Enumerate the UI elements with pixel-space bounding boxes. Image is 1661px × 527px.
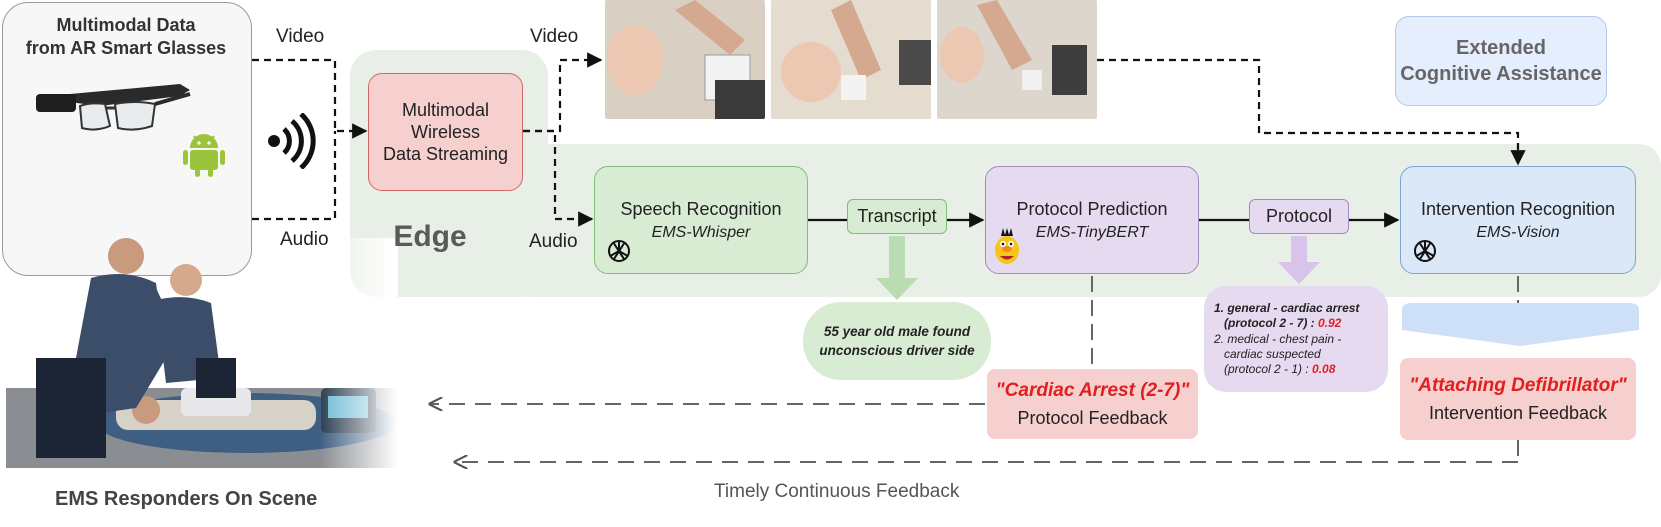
edge-label: Edge (393, 220, 467, 253)
prediction-2-label: (protocol 2 - 1) : (1224, 362, 1313, 376)
video-to-intervention-arrow (1097, 58, 1526, 166)
responders-label: EMS Responders On Scene (55, 488, 318, 510)
ems-responders-photo (6, 238, 398, 478)
prediction-2-line2: cardiac suspected (1224, 347, 1321, 361)
protocol-prediction-box: Protocol Prediction EMS-TinyBERT (985, 166, 1199, 274)
video-frame-3 (937, 0, 1097, 119)
transcript-tag: Transcript (847, 199, 947, 234)
protocol-feedback-title: "Cardiac Arrest (2-7)" (995, 379, 1190, 401)
prediction-1-line2: (protocol 2 - 7) : 0.92 (1214, 316, 1359, 331)
prediction-1-label: (protocol 2 - 7) : (1224, 316, 1318, 330)
extended-cognitive-assistance-box: Extended Cognitive Assistance (1395, 16, 1607, 106)
stream-to-video-arrow (523, 52, 603, 133)
intervention-feedback-title: "Attaching Defibrillator" (1409, 374, 1627, 396)
transcript-text-bubble: 55 year old male found unconscious drive… (803, 302, 991, 380)
intervention-recognition-box: Intervention Recognition EMS-Vision (1400, 166, 1636, 274)
protocol-tag: Protocol (1249, 199, 1349, 234)
prediction-2-line1: 2. medical - chest pain - (1214, 332, 1342, 346)
protocol-prediction-model: EMS-TinyBERT (1035, 223, 1149, 241)
protocol-down-arrow (1278, 236, 1320, 284)
streaming-line2: Wireless (410, 122, 480, 142)
audio-label-1: Audio (280, 229, 329, 250)
prediction-1-score: 0.92 (1318, 316, 1342, 330)
prediction-2-score: 0.08 (1312, 362, 1336, 376)
speech-model: EMS-Whisper (651, 223, 751, 241)
video-frame-1 (605, 0, 765, 119)
openai-icon (608, 240, 630, 262)
streaming-line3: Data Streaming (382, 144, 509, 164)
speech-recognition-box: Speech Recognition EMS-Whisper (594, 166, 808, 274)
timely-feedback-label: Timely Continuous Feedback (714, 481, 960, 502)
prediction-1: 1. general - cardiac arrest (protocol 2 … (1214, 301, 1359, 331)
intervention-model: EMS-Vision (1476, 223, 1560, 241)
transcript-down-arrow (876, 236, 918, 300)
protocol-prediction-title: Protocol Prediction (1016, 198, 1168, 219)
intervention-feedback-subtitle: Intervention Feedback (1428, 402, 1608, 423)
extended-line2: Cognitive Assistance (1400, 63, 1602, 85)
source-title: Multimodal Data from AR Smart Glasses (2, 14, 250, 60)
bert-icon (995, 228, 1019, 264)
transcript-text-line1: 55 year old male found (823, 324, 971, 339)
ar-glasses-icon (36, 84, 191, 131)
streaming-line1: Multimodal (401, 100, 490, 120)
intervention-chevron (1402, 303, 1639, 346)
audio-waveform-icon (34, 171, 235, 245)
source-title-line2: from AR Smart Glasses (25, 38, 227, 58)
protocol-feedback-box: "Cardiac Arrest (2-7)" Protocol Feedback (987, 369, 1198, 439)
openai-icon (1414, 240, 1436, 262)
protocol-predictions-bubble: 1. general - cardiac arrest (protocol 2 … (1204, 286, 1388, 392)
video-label-1: Video (276, 26, 325, 47)
protocol-feedback-subtitle: Protocol Feedback (1017, 407, 1168, 428)
speech-title: Speech Recognition (620, 198, 782, 219)
extended-line1: Extended (1455, 37, 1547, 59)
wireless-signal-icon (268, 113, 316, 169)
intervention-feedback-box: "Attaching Defibrillator" Intervention F… (1400, 358, 1636, 440)
video-label-2: Video (530, 26, 579, 47)
prediction-1-line1: 1. general - cardiac arrest (1214, 301, 1360, 315)
wireless-streaming-box: Multimodal Wireless Data Streaming (368, 73, 523, 191)
prediction-2: 2. medical - chest pain - cardiac suspec… (1214, 332, 1341, 377)
video-input-arrow (252, 58, 368, 139)
source-title-line1: Multimodal Data (56, 15, 196, 35)
video-frame-2 (771, 0, 931, 119)
prediction-2-line3: (protocol 2 - 1) : 0.08 (1214, 362, 1341, 377)
intervention-title: Intervention Recognition (1420, 198, 1616, 219)
android-icon (183, 134, 225, 177)
stream-to-audio-arrow (523, 129, 594, 227)
transcript-text-line2: unconscious driver side (819, 343, 975, 358)
audio-label-2: Audio (529, 231, 578, 252)
audio-input-arrow (252, 131, 337, 221)
